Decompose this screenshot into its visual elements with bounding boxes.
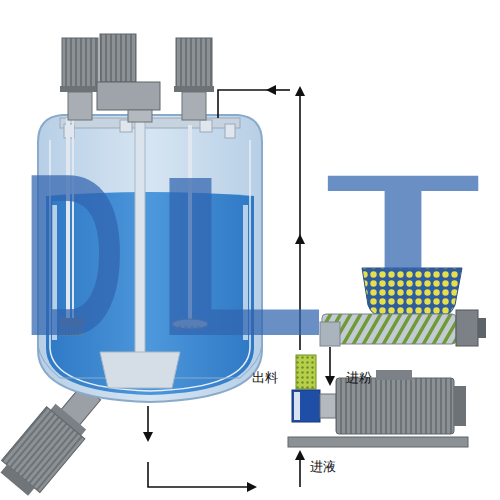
part-label: 出料 [252,370,278,386]
pump-unit-part [292,390,320,422]
top-motors-part [174,86,214,92]
top-motors-part [100,34,136,82]
pump-unit-part [294,392,300,420]
top-motors [60,34,214,122]
flow-arrows [148,88,330,487]
watermark: L [150,142,328,370]
top-motors-part [62,38,98,90]
top-motors-part [182,92,206,120]
pump-unit-part [320,394,336,418]
pump-unit-part [336,378,454,434]
flow-arrows-part [329,347,331,384]
powder-feeder-part [478,318,486,338]
part-label: 进粉 [346,370,372,386]
flow-arrows-part [218,90,270,118]
pump-unit-part [288,437,468,447]
top-motors-part [60,86,100,92]
pump-unit-part [376,370,412,380]
agitators-part [135,110,145,380]
flow-arrows-part [268,89,290,91]
flow-arrows-part [148,462,255,487]
pump-unit-part [454,386,466,426]
flow-arrows-part [147,406,149,440]
top-motors-part [68,92,92,120]
top-motors-part [176,38,212,90]
powder-feeder-part [456,310,478,346]
bottom-motor-part [1,465,35,496]
part-label: 进液 [310,459,336,475]
powder-feeder-part [322,314,456,344]
top-motors-part [128,110,152,122]
flow-arrows-part [299,452,301,487]
mixing-tank-part [225,124,235,138]
watermark: D [22,138,126,371]
mixing-tank-part [200,120,212,132]
top-motors-part [97,82,160,110]
watermark: T [325,153,481,291]
